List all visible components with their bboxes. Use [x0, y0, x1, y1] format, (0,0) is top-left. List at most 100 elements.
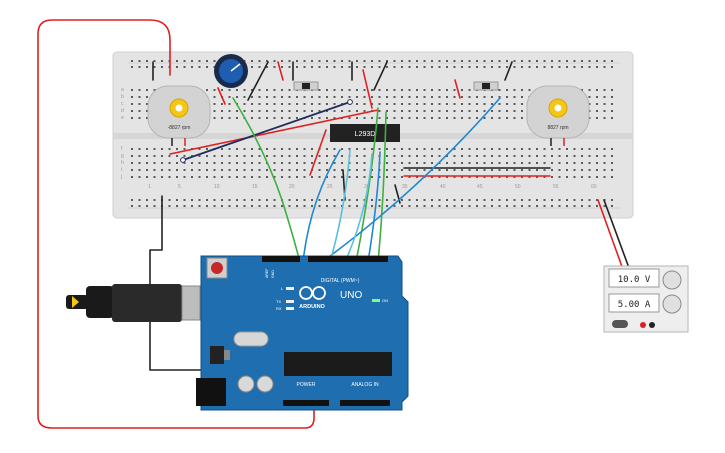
- breadboard-hole: [491, 103, 493, 105]
- breadboard-hole: [393, 169, 396, 171]
- current-knob[interactable]: [662, 294, 682, 314]
- breadboard-hole: [266, 96, 268, 98]
- breadboard-hole: [288, 117, 291, 119]
- breadboard-hole: [213, 176, 216, 178]
- power-header[interactable]: [283, 400, 329, 406]
- breadboard-hole: [281, 117, 283, 119]
- breadboard-hole: [476, 103, 478, 105]
- negative-terminal[interactable]: [649, 322, 655, 328]
- breadboard-hole: [243, 199, 246, 201]
- motor-right[interactable]: 8827 rpm: [526, 85, 590, 146]
- l293d-chip[interactable]: L293D: [330, 124, 400, 142]
- breadboard-hole: [348, 66, 351, 68]
- breadboard-hole: [288, 205, 291, 207]
- breadboard-hole: [408, 60, 411, 62]
- breadboard-hole: [131, 110, 133, 112]
- breadboard-hole: [296, 148, 298, 150]
- breadboard-hole: [423, 205, 426, 207]
- row-letter-h: h: [121, 160, 124, 166]
- gnd-label: GND: [271, 270, 275, 278]
- breadboard-hole: [146, 117, 148, 119]
- breadboard-hole: [596, 176, 598, 178]
- breadboard-hole: [251, 155, 253, 157]
- breadboard-hole: [198, 205, 201, 207]
- breadboard-hole: [506, 162, 508, 164]
- motor-left[interactable]: -8827 rpm: [147, 85, 211, 146]
- breadboard-hole: [513, 176, 516, 178]
- breadboard-hole: [288, 103, 291, 105]
- breadboard-hole: [273, 60, 276, 62]
- breadboard-hole: [528, 148, 531, 150]
- breadboard-hole: [393, 205, 396, 207]
- breadboard-hole: [543, 176, 546, 178]
- breadboard-hole: [236, 199, 238, 201]
- breadboard-hole: [416, 199, 418, 201]
- breadboard-hole: [566, 148, 568, 150]
- breadboard-hole: [468, 155, 471, 157]
- breadboard-hole: [596, 110, 598, 112]
- breadboard-hole: [303, 148, 306, 150]
- digital-header-right[interactable]: [308, 256, 388, 262]
- breadboard-hole: [183, 162, 186, 164]
- breadboard-hole: [326, 155, 328, 157]
- digital-header-left[interactable]: [262, 256, 300, 262]
- breadboard-hole: [228, 205, 231, 207]
- row-letter-f: f: [121, 146, 123, 152]
- breadboard-hole: [393, 148, 396, 150]
- breadboard-hole: [551, 148, 553, 150]
- breadboard-hole: [221, 176, 223, 178]
- breadboard-hole: [318, 155, 321, 157]
- breadboard-hole: [363, 117, 366, 119]
- usb-cable[interactable]: [66, 284, 201, 322]
- breadboard-hole: [273, 155, 276, 157]
- power-supply[interactable]: 10.0 V 5.00 A: [603, 265, 689, 333]
- breadboard-hole: [236, 176, 238, 178]
- breadboard-hole: [596, 205, 598, 207]
- power-jack[interactable]: [196, 378, 226, 406]
- breadboard-hole: [543, 169, 546, 171]
- breadboard-hole: [153, 155, 156, 157]
- breadboard-hole: [153, 176, 156, 178]
- breadboard-hole: [386, 117, 388, 119]
- positive-terminal[interactable]: [640, 322, 646, 328]
- breadboard-hole: [438, 155, 441, 157]
- breadboard-hole: [341, 148, 343, 150]
- breadboard-hole: [191, 176, 193, 178]
- breadboard-hole: [273, 205, 276, 207]
- breadboard-hole: [536, 148, 538, 150]
- breadboard-hole: [281, 162, 283, 164]
- power-switch[interactable]: [612, 320, 628, 328]
- row-letter-d: d: [121, 108, 124, 114]
- col-number-5: 5: [178, 184, 181, 190]
- slide-switch-left[interactable]: [293, 81, 319, 91]
- analog-header[interactable]: [340, 400, 390, 406]
- breadboard-hole: [348, 60, 351, 62]
- row-letter-a: a: [121, 87, 124, 93]
- breadboard-hole: [408, 199, 411, 201]
- arduino-uno[interactable]: DIGITAL (PWM~) AREF GND L TX RX ARDUINO …: [196, 255, 409, 411]
- breadboard-hole: [408, 96, 411, 98]
- breadboard-hole: [558, 205, 561, 207]
- breadboard-hole: [363, 155, 366, 157]
- breadboard-hole: [243, 176, 246, 178]
- breadboard-hole: [221, 89, 223, 91]
- breadboard-hole: [378, 110, 381, 112]
- breadboard-hole: [476, 148, 478, 150]
- potentiometer[interactable]: [214, 54, 248, 88]
- breadboard-hole: [296, 155, 298, 157]
- breadboard-hole: [251, 103, 253, 105]
- breadboard-hole: [453, 155, 456, 157]
- breadboard-hole: [228, 110, 231, 112]
- breadboard-hole: [483, 148, 486, 150]
- breadboard-hole: [266, 117, 268, 119]
- breadboard-hole: [318, 66, 321, 68]
- breadboard-hole: [476, 96, 478, 98]
- breadboard-hole: [138, 96, 141, 98]
- breadboard-hole: [266, 89, 268, 91]
- slide-switch-right[interactable]: [473, 81, 499, 91]
- breadboard-hole: [551, 66, 553, 68]
- breadboard-hole: [393, 89, 396, 91]
- voltage-knob[interactable]: [662, 270, 682, 290]
- breadboard-hole: [191, 66, 193, 68]
